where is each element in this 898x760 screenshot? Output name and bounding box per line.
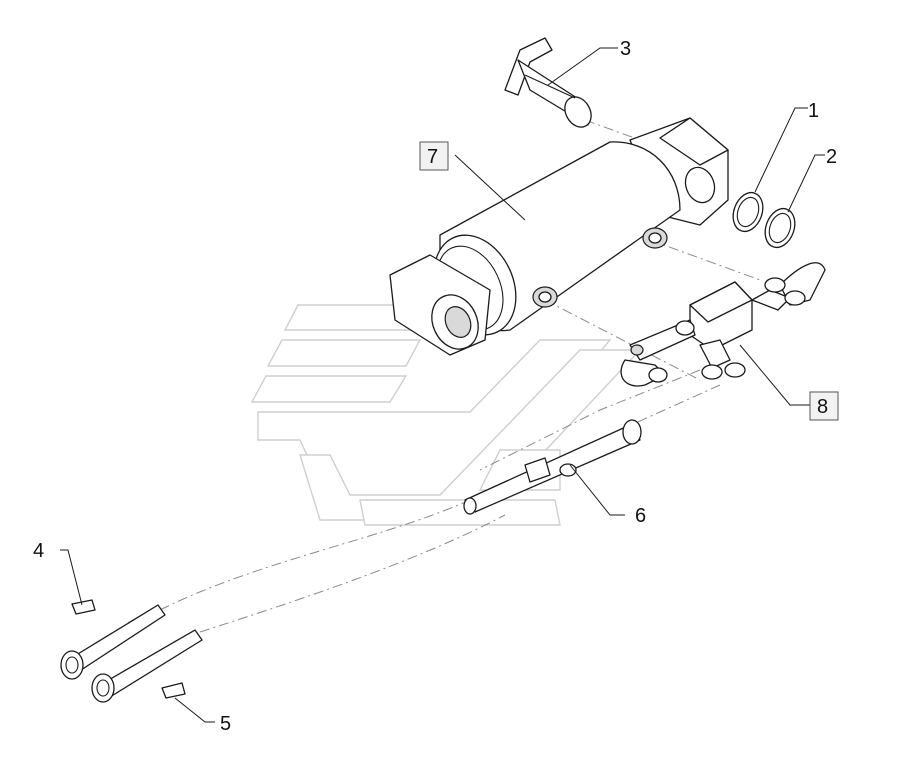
callout-7: 7 xyxy=(419,141,449,171)
snap-ring xyxy=(764,207,796,249)
hydraulic-pipe xyxy=(463,419,642,515)
valve-block-assembly xyxy=(620,262,826,387)
callout-6: 6 xyxy=(635,505,646,527)
hydraulic-cylinder xyxy=(389,117,729,356)
callout-label-4: 4 xyxy=(33,540,44,562)
callout-label-7: 7 xyxy=(427,146,438,168)
callout-2: 2 xyxy=(826,146,837,168)
bolt-short xyxy=(91,629,203,703)
callout-label-3: 3 xyxy=(620,38,631,60)
callout-1: 1 xyxy=(808,100,819,122)
callout-label-6: 6 xyxy=(635,505,646,527)
callout-3: 3 xyxy=(620,38,631,60)
bolt-long xyxy=(60,599,166,680)
callout-label-8: 8 xyxy=(817,396,828,418)
callout-4: 4 xyxy=(33,540,44,562)
callout-label-1: 1 xyxy=(808,100,819,122)
watermark-logo xyxy=(250,304,642,526)
callout-label-2: 2 xyxy=(826,146,837,168)
callout-label-5: 5 xyxy=(220,713,231,735)
callout-5: 5 xyxy=(220,713,231,735)
callout-8: 8 xyxy=(809,391,839,421)
o-ring xyxy=(732,191,764,233)
leader-lines xyxy=(60,47,825,723)
pin-with-handle xyxy=(504,37,592,128)
